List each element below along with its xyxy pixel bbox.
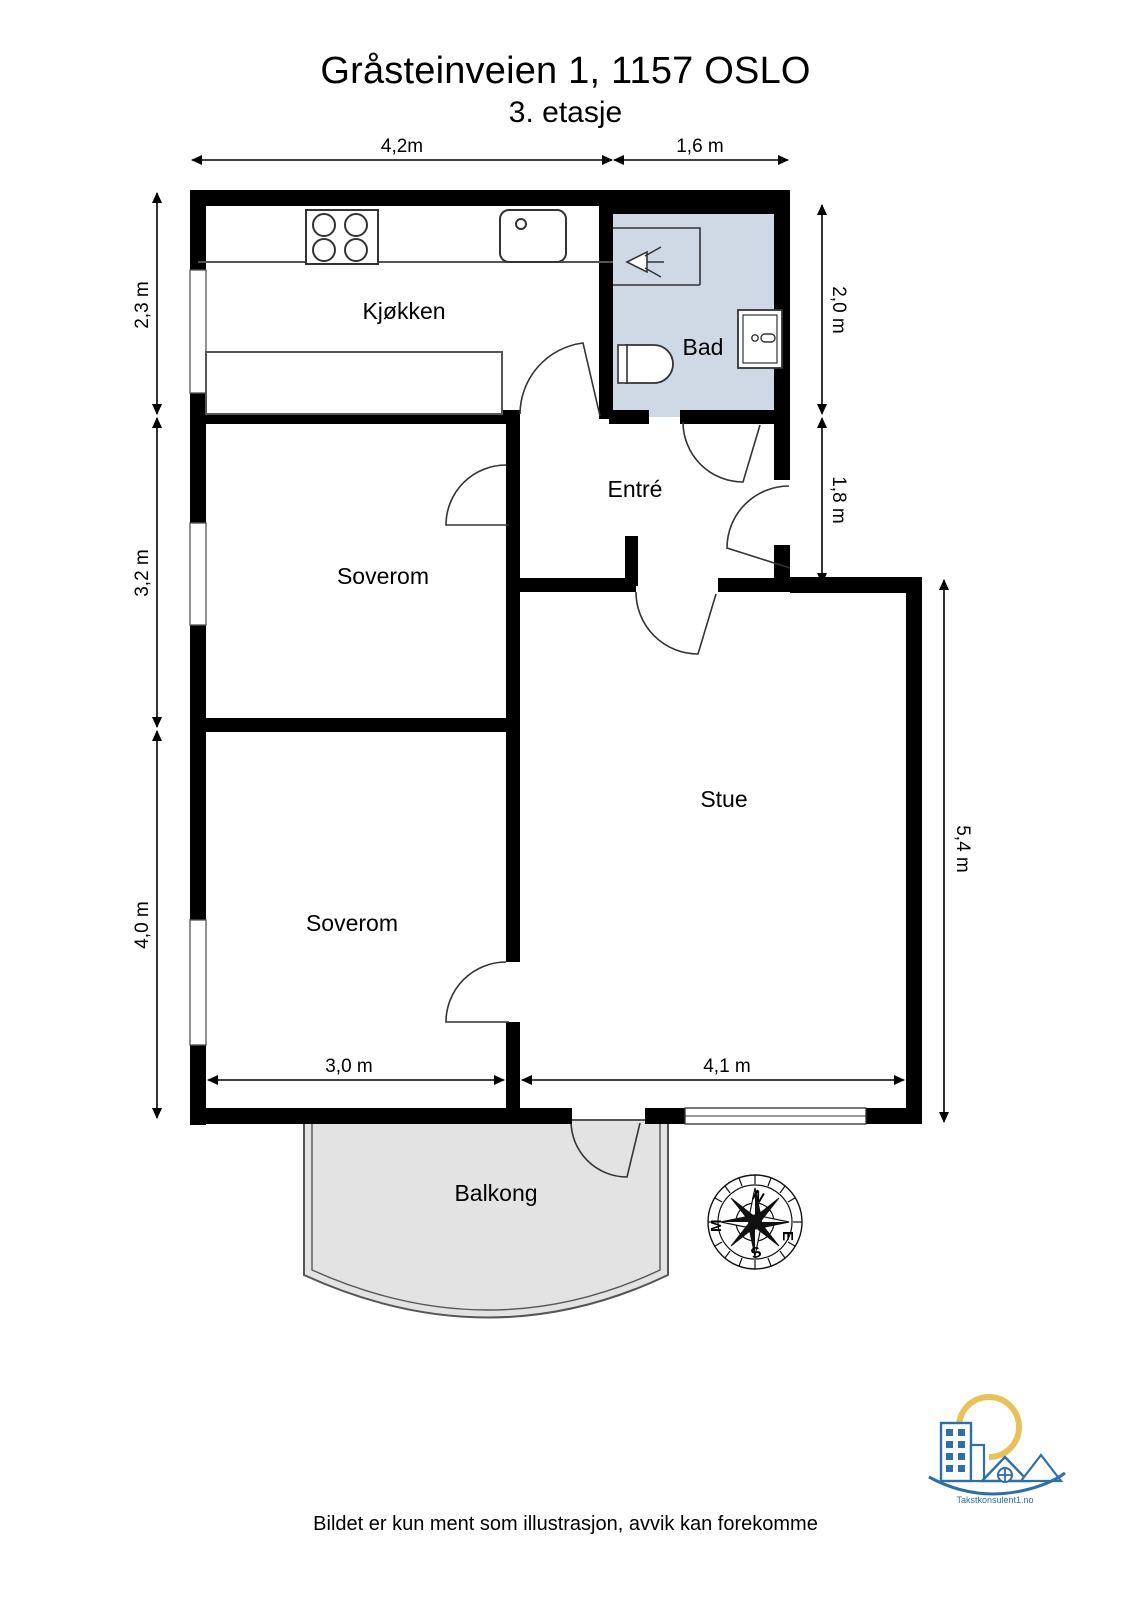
wall-left-a <box>190 190 206 270</box>
logo-sun-icon <box>956 1394 1022 1460</box>
wall-bottom-left <box>190 1108 520 1124</box>
wall-bedroom-divider <box>190 718 520 732</box>
shower-spray-icon <box>644 246 662 257</box>
shower-enclosure <box>613 227 701 285</box>
wall-stue-left-a <box>506 592 520 842</box>
dim-text-bottom-left: 3,0 m <box>325 1056 373 1077</box>
title-address: Gråsteinveien 1, 1157 OSLO <box>320 50 811 92</box>
dim-text-top-left: 4,2m <box>381 136 423 157</box>
sink-icon <box>499 209 567 263</box>
entry-doors <box>445 464 791 655</box>
wall-entry-left-b <box>506 525 520 585</box>
stove-burner-icon <box>344 213 368 237</box>
balcony-area: Balkong <box>303 1119 669 1319</box>
stove-burner-icon <box>312 213 336 237</box>
toilet-cistern-icon <box>617 344 628 384</box>
stove-burner-icon <box>344 238 368 262</box>
logo-mountain-icon <box>1018 1453 1064 1483</box>
shower-spray-icon <box>644 267 662 278</box>
stove-burner-icon <box>312 238 336 262</box>
toilet-icon <box>625 344 674 384</box>
footer-disclaimer: Bildet er kun ment som illustrasjon, avv… <box>313 1513 818 1535</box>
logo-brand-text: Takstkonsulent1.no <box>956 1495 1033 1505</box>
wall-entry-stub <box>625 536 638 586</box>
stue-door-swing <box>635 591 717 655</box>
wall-bottom-right <box>866 1108 922 1124</box>
wall-bath-bottom-b <box>680 410 790 424</box>
room-labels: Kjøkken Bad Entré Soverom Soverom Stue <box>306 298 748 936</box>
compass-label-west: M <box>708 1220 725 1233</box>
compass-rose: N E S M <box>707 1174 803 1270</box>
dim-text-left-bottom: 4,0 m <box>132 901 153 949</box>
walls <box>189 190 922 1125</box>
wall-right-stue <box>906 577 922 1122</box>
wall-stue-left-c <box>506 1022 520 1122</box>
dim-text-top-right: 1,6 m <box>676 136 724 157</box>
balcony-inner-rail <box>311 1122 661 1311</box>
wall-entry-bottom-left <box>506 578 636 592</box>
wall-entry-bottom-right <box>718 578 793 592</box>
dim-text-right-top: 2,0 m <box>828 286 849 334</box>
window-left-bedroom-upper <box>189 522 207 626</box>
room-label-entry: Entré <box>608 476 663 502</box>
bedroom-upper-door-swing <box>445 464 509 526</box>
wall-bath-left <box>599 204 613 419</box>
compass-label-east: E <box>779 1231 796 1241</box>
balcony-door-swing <box>570 1120 641 1178</box>
bath-fixtures <box>613 227 783 483</box>
logo-building-windows <box>946 1429 965 1472</box>
company-logo: Takstkonsulent1.no <box>928 1394 1066 1505</box>
page-title: Gråsteinveien 1, 1157 OSLO 3. etasje <box>0 48 1131 132</box>
dim-text-bottom-right: 4,1 m <box>703 1056 751 1077</box>
wall-left-b <box>190 393 206 523</box>
compass-star <box>720 1187 790 1257</box>
bath-sink-tap-icon <box>760 333 776 343</box>
room-label-kitchen: Kjøkken <box>362 298 445 324</box>
logo-water-icon <box>928 1471 1066 1496</box>
compass-ticks <box>708 1175 802 1269</box>
balcony-outline <box>303 1119 669 1319</box>
room-label-balcony: Balkong <box>454 1180 537 1206</box>
wall-stue-left-b <box>506 842 520 962</box>
wall-left-e <box>190 1045 206 1125</box>
wall-bottom-door-b <box>645 1108 685 1124</box>
wall-entry-left-a <box>506 410 520 525</box>
kitchen-fixtures <box>198 209 613 417</box>
wall-bottom-door-a <box>520 1108 572 1124</box>
dim-text-right-middle: 1,8 m <box>828 476 849 524</box>
dimension-lines <box>152 155 949 1123</box>
wall-stue-top <box>790 577 922 593</box>
title-floor: 3. etasje <box>508 96 623 129</box>
wall-bath-top <box>613 190 790 214</box>
room-label-bedroom-lower: Soverom <box>306 910 398 936</box>
dim-text-left-middle: 3,2 m <box>132 549 153 597</box>
window-left-bedroom-lower <box>189 919 207 1046</box>
room-label-bath: Bad <box>683 334 724 360</box>
bath-door-swing <box>682 421 761 483</box>
room-label-bedroom-upper: Soverom <box>337 563 429 589</box>
wall-left-c <box>190 625 206 735</box>
dim-text-left-top: 2,3 m <box>132 281 153 329</box>
wall-left-d <box>190 735 206 920</box>
front-door-swing <box>726 485 791 569</box>
window-left-kitchen <box>189 269 207 394</box>
room-label-living: Stue <box>700 786 747 812</box>
logo-building-annex-icon <box>969 1443 986 1483</box>
kitchen-cabinet <box>205 351 503 415</box>
kitchen-door-swing <box>519 342 601 417</box>
bedroom-lower-door-swing <box>445 961 509 1023</box>
sink-faucet-icon <box>515 218 527 230</box>
wall-bath-bottom-a <box>609 410 649 424</box>
bedroom-lower-door <box>445 961 509 1023</box>
logo-building-icon <box>939 1421 973 1483</box>
bath-sink-drain-icon <box>751 334 759 342</box>
dimension-texts: 4,2m 1,6 m 2,3 m 3,2 m 4,0 m 2,0 m 1,8 m… <box>132 136 973 1077</box>
dim-text-right-far: 5,4 m <box>952 825 973 873</box>
